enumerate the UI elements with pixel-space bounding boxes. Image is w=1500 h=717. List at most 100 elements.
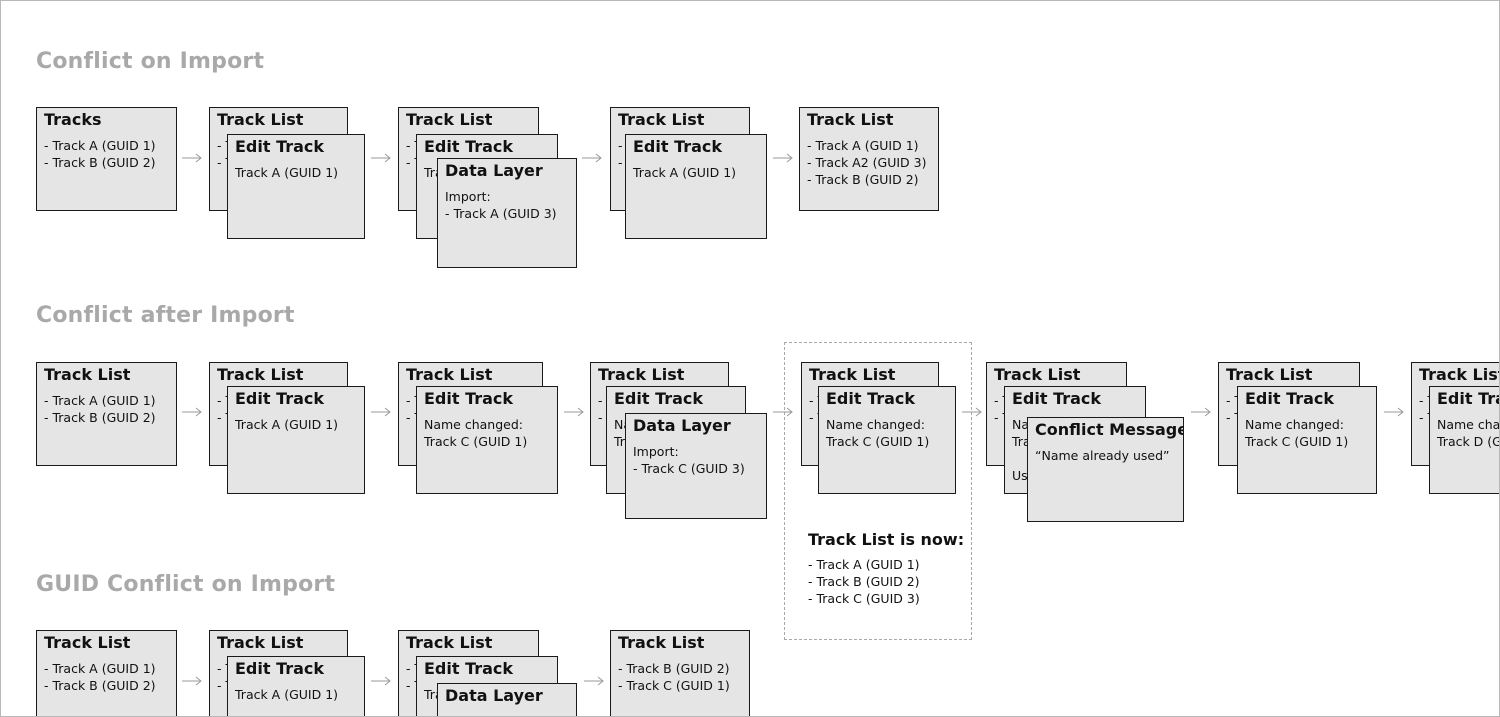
box-title: Edit Track bbox=[424, 389, 514, 408]
box-line: - Track A (GUID 1) bbox=[807, 138, 919, 153]
track-list-summary-title: Track List is now: bbox=[808, 530, 965, 549]
box-title: Edit Track bbox=[1437, 389, 1499, 408]
summary-line: - Track A (GUID 1) bbox=[808, 557, 920, 572]
box-content: Name changed: Track C (GUID 1) bbox=[1245, 416, 1369, 450]
box-line: - Track A (GUID 1) bbox=[44, 661, 156, 676]
box-line: Track C (GUID 1) bbox=[826, 434, 930, 449]
box-title: Edit Track bbox=[826, 389, 916, 408]
box-line: Import: bbox=[633, 444, 679, 459]
box-title: Track List bbox=[807, 110, 894, 129]
box-title: Track List bbox=[406, 110, 493, 129]
box-line: Track A (GUID 1) bbox=[633, 165, 737, 180]
box-line: Name changed: bbox=[1437, 417, 1500, 432]
box-title: Track List bbox=[618, 110, 705, 129]
flow-arrow-icon bbox=[370, 152, 392, 164]
flow-arrow-icon bbox=[370, 406, 392, 418]
box-content: Track A (GUID 1) bbox=[633, 164, 759, 181]
box-line: Name changed: bbox=[424, 417, 523, 432]
box-line: - Track C (GUID 1) bbox=[618, 678, 730, 693]
flow-arrow-icon bbox=[961, 406, 983, 418]
box-line: Track A (GUID 1) bbox=[235, 165, 339, 180]
flow-arrow-icon bbox=[181, 152, 203, 164]
track-list-box: Track List - Track A (GUID 1) - Track B (G… bbox=[36, 362, 177, 466]
box-content: - Track B (GUID 2) - Track C (GUID 1) bbox=[618, 660, 742, 694]
box-title: Edit Track bbox=[633, 137, 723, 156]
box-line: Track A (GUID 1) bbox=[235, 417, 339, 432]
box-line: Track C (GUID 1) bbox=[1245, 434, 1349, 449]
box-title: Edit Track bbox=[1012, 389, 1102, 408]
box-line: - Track B (GUID 2) bbox=[807, 172, 919, 187]
box-content: “Name already used” bbox=[1035, 447, 1176, 464]
box-title: Edit Track bbox=[424, 659, 514, 678]
box-content: Track A (GUID 1) bbox=[235, 686, 357, 703]
flow-arrow-icon bbox=[1383, 406, 1405, 418]
box-content: Import: - Track C (GUID 3) bbox=[633, 443, 759, 477]
box-line: Import: bbox=[445, 189, 491, 204]
box-line: “Name already used” bbox=[1035, 448, 1170, 463]
box-title: Track List bbox=[217, 110, 304, 129]
box-line: - Track A (GUID 1) bbox=[44, 138, 156, 153]
tracks-box: Tracks - Track A (GUID 1) - Track B (GUID … bbox=[36, 107, 177, 211]
box-title: Track List bbox=[44, 365, 131, 384]
box-title: Track List bbox=[618, 633, 705, 652]
summary-line: - Track C (GUID 3) bbox=[808, 591, 920, 606]
box-content: - Track A (GUID 1)- Track B (GUID 2) bbox=[44, 660, 169, 694]
flow-arrow-icon bbox=[772, 152, 794, 164]
track-list-summary-lines: - Track A (GUID 1) - Track B (GUID 2) - … bbox=[808, 556, 920, 607]
box-content: Import:- Track A (GUID 3) bbox=[445, 188, 569, 222]
box-line: Track A (GUID 1) bbox=[235, 687, 339, 702]
box-content: Name changed: Track C (GUID 1) bbox=[826, 416, 948, 450]
box-title: Track List bbox=[1226, 365, 1313, 384]
box-line: - Track A (GUID 1) bbox=[44, 393, 156, 408]
box-line: - Track B (GUID 2) bbox=[44, 410, 156, 425]
box-line: Name changed: bbox=[1245, 417, 1344, 432]
track-list-box: Track List- Track A (GUID 1)- Track B (G… bbox=[36, 630, 177, 716]
track-list-box: Track List - Track A (GUID 1) - Track A2 (… bbox=[799, 107, 939, 211]
box-line: - Track B (GUID 2) bbox=[618, 661, 730, 676]
box-content: Name changed:Track D (GUID 1) bbox=[1437, 416, 1500, 450]
box-title: Track List bbox=[406, 633, 493, 652]
box-content: Name changed:Track C (GUID 1) bbox=[424, 416, 550, 450]
flow-arrow-icon bbox=[181, 675, 203, 687]
flow-arrow-icon bbox=[370, 675, 392, 687]
box-line: Name changed: bbox=[826, 417, 925, 432]
box-content: - Track A (GUID 1) - Track B (GUID 2) bbox=[44, 392, 169, 426]
section-title-conflict-on-import: Conflict on Import bbox=[36, 49, 265, 74]
box-title: Edit Track bbox=[235, 659, 325, 678]
box-content: - Track A (GUID 1) - Track A2 (GUID 3) - T… bbox=[807, 137, 931, 188]
flow-arrow-icon bbox=[181, 406, 203, 418]
box-line: - Track B (GUID 2) bbox=[44, 155, 156, 170]
box-content: Track A (GUID 1) bbox=[235, 164, 357, 181]
box-line: - Track A2 (GUID 3) bbox=[807, 155, 927, 170]
flow-arrow-icon bbox=[1190, 406, 1212, 418]
summary-line: - Track B (GUID 2) bbox=[808, 574, 920, 589]
flow-arrow-icon bbox=[772, 406, 794, 418]
box-title: Edit Track bbox=[614, 389, 704, 408]
box-title: Edit Track bbox=[235, 389, 325, 408]
box-title: Track List bbox=[809, 365, 896, 384]
box-line: - Track C (GUID 3) bbox=[633, 461, 745, 476]
conflict-message-box: Conflict Message “Name already used” bbox=[1027, 417, 1184, 522]
box-title: Track List bbox=[217, 365, 304, 384]
data-layer-box: Data Layer bbox=[437, 683, 577, 716]
box-title: Tracks bbox=[44, 110, 102, 129]
box-title: Data Layer bbox=[633, 416, 731, 435]
section-title-guid-conflict-on-import: GUID Conflict on Import bbox=[36, 572, 336, 597]
flow-arrow-icon bbox=[583, 675, 605, 687]
box-title: Edit Track bbox=[424, 137, 514, 156]
track-list-box: Track List - Track B (GUID 2) - Track C (G… bbox=[610, 630, 750, 716]
box-title: Conflict Message bbox=[1035, 420, 1184, 439]
section-title-conflict-after-import: Conflict after Import bbox=[36, 303, 295, 328]
box-title: Edit Track bbox=[235, 137, 325, 156]
flow-arrow-icon bbox=[581, 152, 603, 164]
box-content: - Track A (GUID 1) - Track B (GUID 2) bbox=[44, 137, 169, 171]
